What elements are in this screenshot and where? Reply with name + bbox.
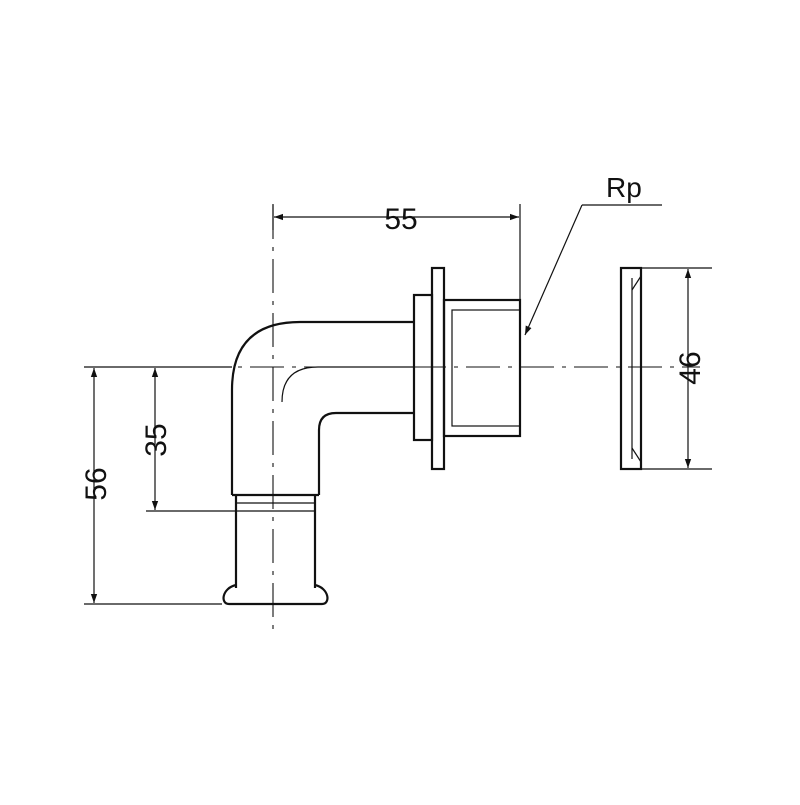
dimension-label-55: 55 — [384, 203, 417, 236]
washer-outline — [619, 266, 643, 471]
thread-relief — [451, 309, 521, 427]
dimension-56: 56 — [80, 366, 232, 605]
press-socket — [222, 493, 329, 606]
elbow-inner-contour — [317, 411, 414, 495]
dimension-label-56: 56 — [80, 467, 113, 500]
dimension-46: 46 — [641, 267, 712, 470]
washer — [619, 266, 643, 471]
dimension-label-46: 46 — [674, 351, 707, 384]
threaded-nipple — [442, 298, 522, 438]
dimension-label-35: 35 — [140, 423, 173, 456]
elbow-outer-contour — [230, 320, 414, 495]
dimension-35: 35 — [140, 368, 236, 512]
centerlines — [88, 205, 700, 632]
flange-plate-outer — [430, 266, 446, 471]
thread-label-rp: Rp — [606, 172, 642, 203]
flange-connection — [412, 266, 522, 471]
press-bead — [222, 583, 329, 606]
dimension-55: 55 — [272, 203, 521, 300]
elbow-fitting — [230, 320, 414, 495]
thread-callout: Rp — [524, 172, 662, 336]
elbow-bore-arc — [281, 366, 414, 403]
